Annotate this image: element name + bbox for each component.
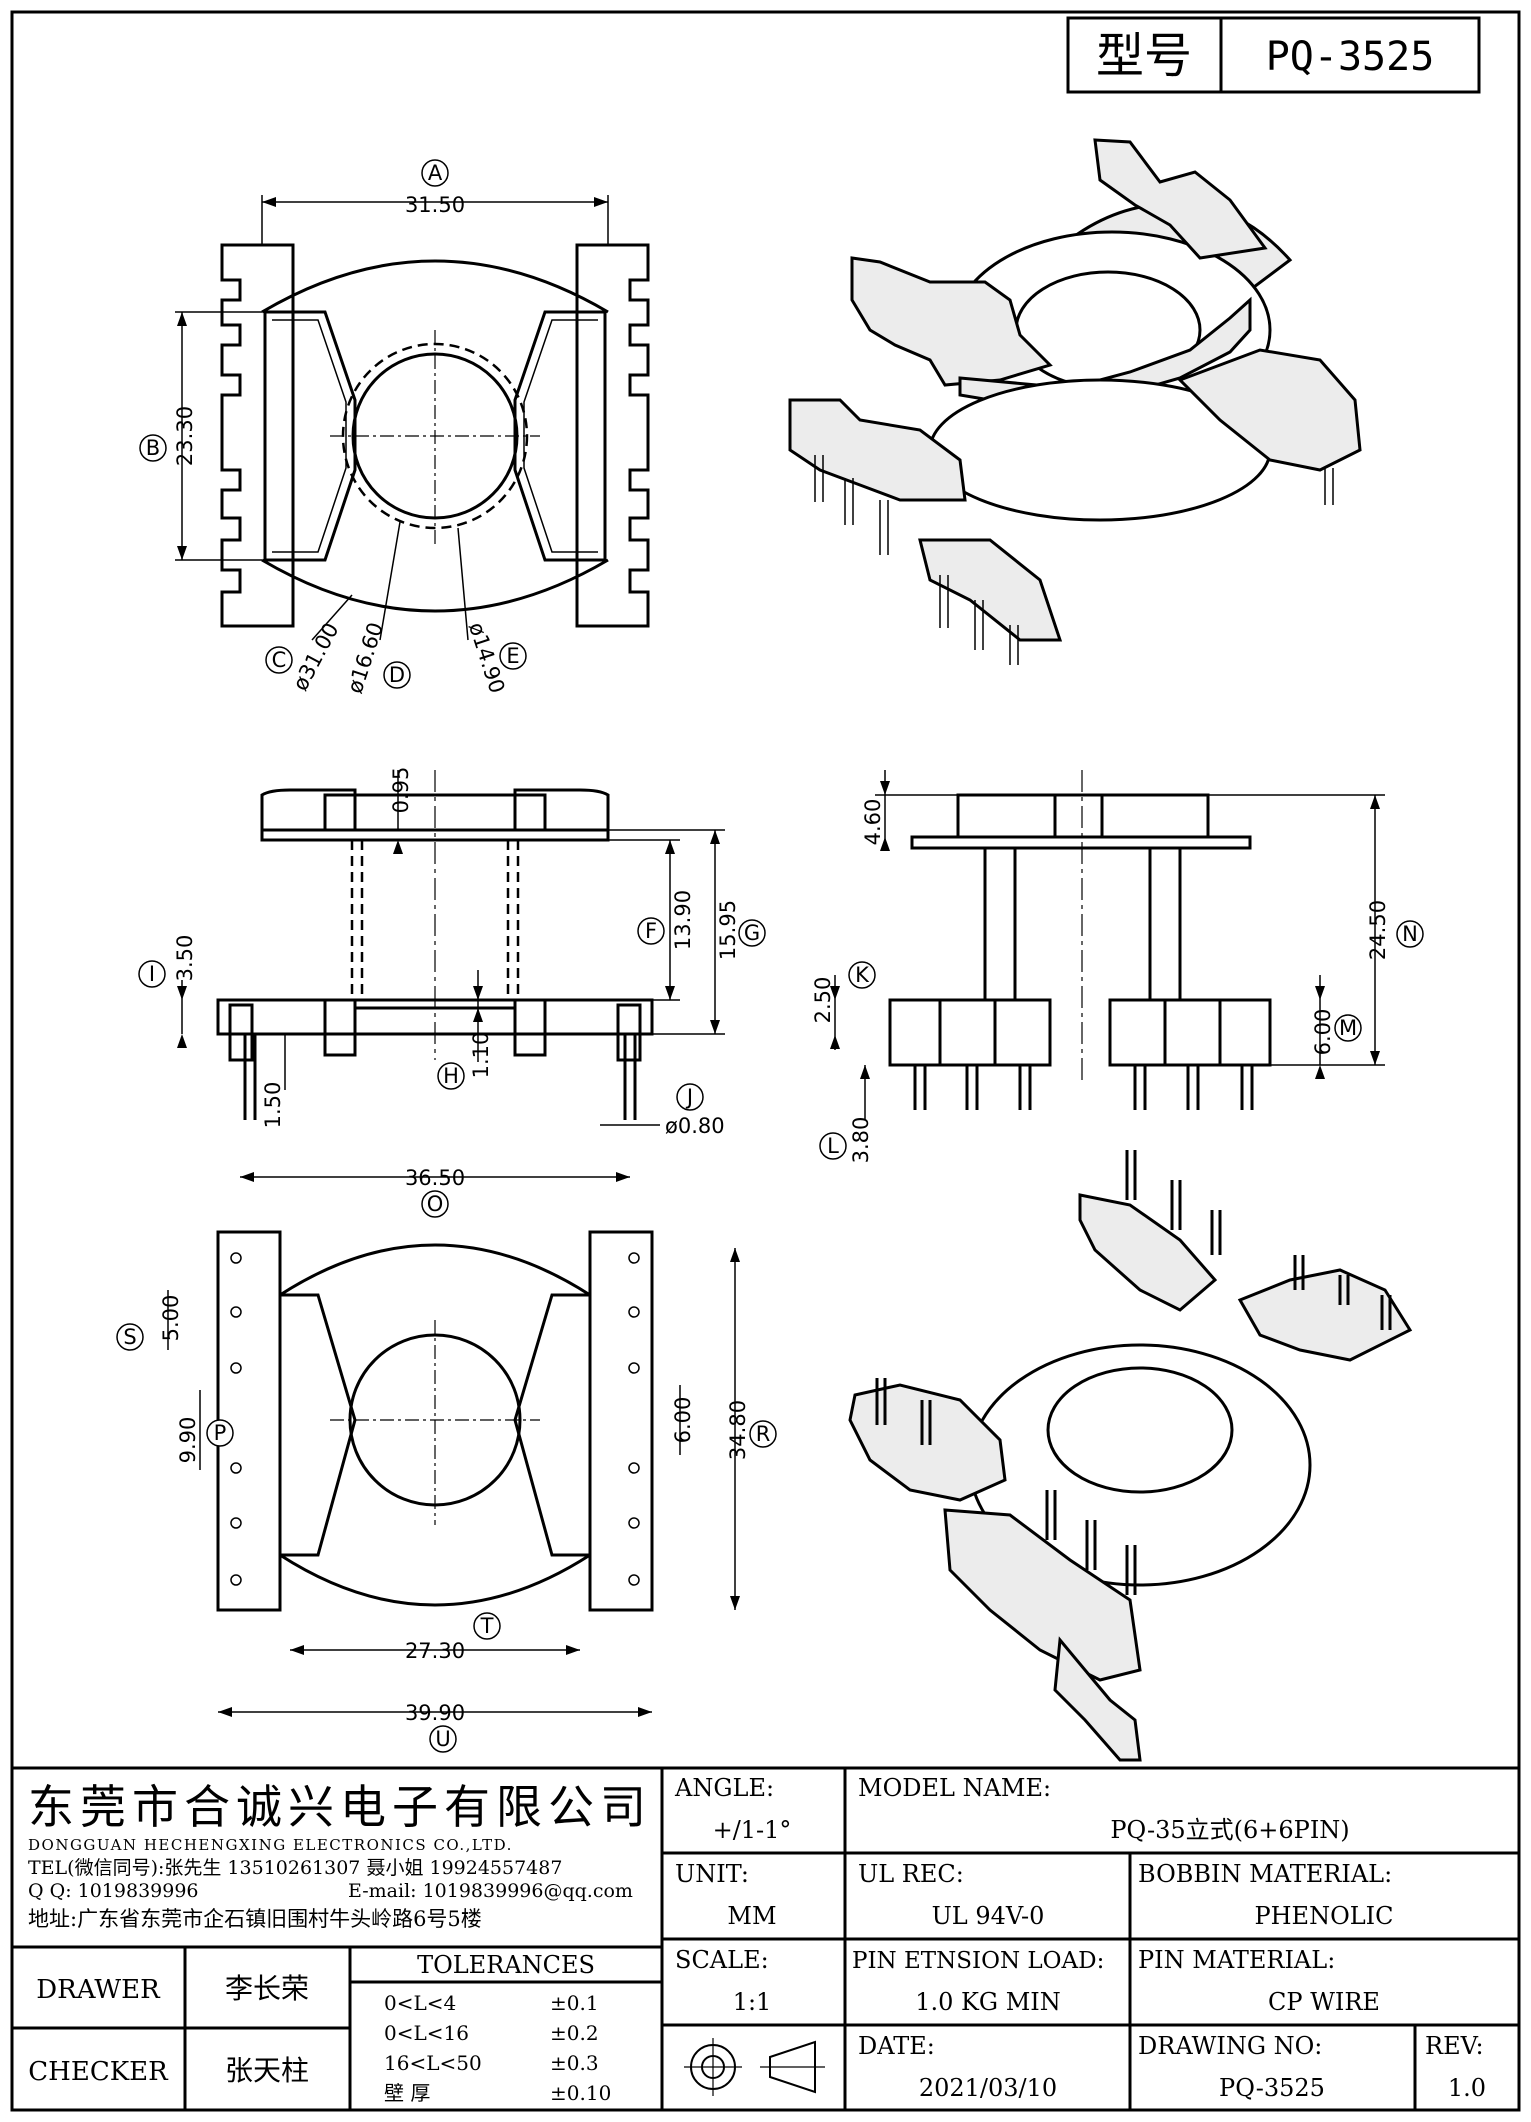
dim-N-value: 24.50 — [1366, 900, 1390, 960]
scale-value: 1:1 — [733, 1988, 772, 2016]
dim-R-value: 34.80 — [726, 1400, 750, 1460]
company-tel: TEL(微信同号):张先生 13510261307 聂小姐 1992455748… — [28, 1857, 562, 1879]
pin-load-value: 1.0 KG MIN — [915, 1988, 1061, 2016]
dim-R-letter: R — [756, 1422, 771, 1446]
tolerance-value-3: ±0.3 — [550, 2051, 599, 2075]
tolerance-value-4: ±0.10 — [550, 2081, 611, 2105]
company-name-en: DONGGUAN HECHENGXING ELECTRONICS CO.,LTD… — [28, 1836, 513, 1854]
company-address: 地址:广东省东莞市企石镇旧围村牛头岭路6号5楼 — [28, 1907, 482, 1931]
model-label: 型号 — [1096, 28, 1192, 84]
side-view: 4.60 24.50 N 6.00 M 2.50 K 3.80 L — [811, 770, 1424, 1164]
unit-label: UNIT: — [675, 1860, 749, 1888]
dim-M-letter: M — [1339, 1016, 1357, 1040]
dim-L-letter: L — [827, 1134, 839, 1158]
tolerance-range-2: 0<L<16 — [384, 2021, 469, 2045]
model-name-value: PQ-35立式(6+6PIN) — [1110, 1816, 1349, 1844]
dim-U-value: 39.90 — [405, 1701, 465, 1725]
front-view: 13.90 15.95 F G 0.95 3.50 I 1.10 H 1.50 … — [138, 767, 766, 1138]
rev-value: 1.0 — [1448, 2074, 1486, 2102]
scale-label: SCALE: — [675, 1946, 769, 1974]
dim-O-letter: O — [427, 1192, 444, 1216]
drawer-label: DRAWER — [36, 1975, 161, 2005]
dim-G-letter: G — [744, 921, 760, 945]
dim-M-value: 6.00 — [1311, 1009, 1335, 1056]
dim-D-letter: D — [389, 663, 405, 687]
company-qq: Q Q: 1019839996 — [28, 1880, 199, 1902]
title-block: 东莞市合诚兴电子有限公司 DONGGUAN HECHENGXING ELECTR… — [10, 1766, 1521, 2112]
tolerance-range-1: 0<L<4 — [384, 1991, 456, 2015]
projection-symbol — [684, 2038, 825, 2096]
tolerance-value-2: ±0.2 — [550, 2021, 599, 2045]
dim-O-value: 36.50 — [405, 1166, 465, 1190]
date-value: 2021/03/10 — [919, 2074, 1057, 2102]
dim-T-value: 27.30 — [405, 1639, 465, 1663]
company-name-cn: 东莞市合诚兴电子有限公司 — [28, 1780, 652, 1834]
dim-D-value: ø16.60 — [343, 619, 388, 696]
dim-J-value: ø0.80 — [665, 1114, 725, 1138]
dim-I-value: 3.50 — [173, 935, 197, 982]
tolerance-range-3: 16<L<50 — [384, 2051, 482, 2075]
dim-S-value: 5.00 — [159, 1295, 183, 1342]
dim-T-letter: T — [480, 1614, 494, 1638]
bobbin-material-value: PHENOLIC — [1254, 1902, 1393, 1930]
dim-K-value: 2.50 — [811, 977, 835, 1024]
date-label: DATE: — [858, 2032, 935, 2060]
dim-P-letter: P — [214, 1421, 227, 1445]
dim-P-value: 9.90 — [176, 1417, 200, 1464]
top-view: 31.50 A 23.30 B ø31.00 ø16.60 ø14.90 C D… — [139, 159, 650, 696]
dim-U-letter: U — [435, 1727, 450, 1751]
ul-rec-label: UL REC: — [858, 1860, 964, 1888]
dim-slot-value: 6.00 — [671, 1397, 695, 1444]
unit-value: MM — [727, 1902, 776, 1930]
angle-label: ANGLE: — [674, 1774, 774, 1802]
dim-C-value: ø31.00 — [288, 619, 343, 695]
dim-J-letter: J — [685, 1085, 693, 1109]
checker-name: 张天柱 — [225, 2054, 309, 2087]
dim-L-value: 3.80 — [849, 1117, 873, 1164]
dim-H-letter: H — [443, 1064, 459, 1088]
ul-rec-value: UL 94V-0 — [932, 1902, 1045, 1930]
model-header-box: 型号 PQ-3525 — [1066, 16, 1481, 94]
checker-label: CHECKER — [28, 2057, 169, 2087]
dim-A-value: 31.50 — [405, 193, 465, 217]
drawing-no-label: DRAWING NO: — [1138, 2032, 1322, 2060]
drawer-name: 李长荣 — [225, 1972, 309, 2005]
model-value: PQ-3525 — [1266, 34, 1435, 80]
dim-N-letter: N — [1402, 922, 1418, 946]
dim-F-letter: F — [645, 919, 657, 943]
dim-B-letter: B — [146, 436, 160, 460]
tolerances-label: TOLERANCES — [417, 1951, 595, 1979]
dim-A-letter: A — [428, 161, 443, 185]
dim-top-flange-value: 0.95 — [389, 767, 413, 814]
dim-E-letter: E — [506, 644, 519, 668]
dim-F-value: 13.90 — [671, 890, 695, 950]
dim-C-letter: C — [272, 648, 287, 672]
dim-I-letter: I — [149, 962, 155, 986]
pin-load-label: PIN ETNSION LOAD: — [852, 1948, 1104, 1974]
bobbin-material-label: BOBBIN MATERIAL: — [1138, 1860, 1392, 1888]
tolerance-range-4: 壁 厚 — [384, 2081, 430, 2105]
rev-label: REV: — [1425, 2032, 1484, 2060]
dim-G-value: 15.95 — [716, 900, 740, 960]
dim-H-value: 1.10 — [469, 1032, 493, 1079]
angle-value: +/1-1° — [713, 1816, 792, 1844]
tolerance-value-1: ±0.1 — [550, 1991, 599, 2015]
pin-material-label: PIN MATERIAL: — [1138, 1946, 1335, 1974]
model-name-label: MODEL NAME: — [858, 1774, 1051, 1802]
dim-S-letter: S — [123, 1325, 136, 1349]
dim-K-letter: K — [855, 963, 870, 987]
isometric-view-2 — [848, 1150, 1413, 1762]
dim-pin-stub-value: 1.50 — [261, 1082, 285, 1129]
pin-material-value: CP WIRE — [1268, 1988, 1380, 2016]
dim-top-height-value: 4.60 — [861, 799, 885, 846]
drawing-no-value: PQ-3525 — [1219, 2074, 1325, 2102]
isometric-view-1 — [788, 138, 1362, 665]
company-email: E-mail: 1019839996@qq.com — [348, 1880, 633, 1902]
bottom-view: 36.50 O 34.80 R 6.00 5.00 S 9.90 P 27.30… — [116, 1166, 777, 1753]
dim-B-value: 23.30 — [173, 406, 197, 466]
